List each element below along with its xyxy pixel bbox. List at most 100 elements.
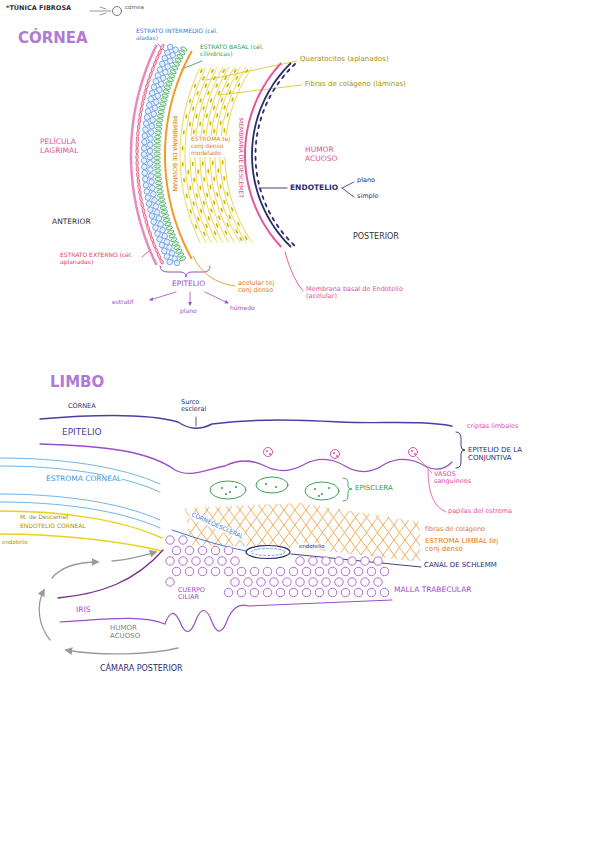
- keratocyte: [199, 68, 203, 73]
- keratocyte: [189, 185, 192, 190]
- title: *TÚNICA FIBROSA: [6, 5, 71, 12]
- keratocyte: [187, 170, 189, 175]
- wing-cell: [151, 219, 157, 225]
- keratocyte: [217, 90, 220, 95]
- part-label: EPISCLERA: [355, 484, 393, 492]
- wing-cell: [147, 142, 153, 148]
- wing-cell: [151, 191, 157, 197]
- flat-cell: [148, 230, 152, 236]
- endothelial-cell: [257, 124, 260, 130]
- wing-cell: [147, 148, 153, 154]
- epithelium-base: [40, 444, 452, 473]
- keratocyte: [215, 223, 219, 228]
- wing-cell: [148, 207, 154, 213]
- endothelial-cell: [276, 80, 281, 85]
- basal-cell: [154, 144, 161, 147]
- trabecular-beam: [192, 557, 200, 565]
- flat-cell: [155, 55, 160, 61]
- keratocyte: [189, 98, 192, 103]
- wing-cell: [153, 204, 159, 210]
- trabecular-beam: [270, 578, 278, 586]
- drawing-part: [221, 487, 223, 489]
- flat-cell: [137, 124, 140, 130]
- wing-cell: [142, 139, 148, 145]
- keratocyte: [230, 207, 233, 212]
- flat-cell: [143, 89, 147, 95]
- trabecular-beam: [237, 588, 245, 596]
- endothelial-cell: [271, 216, 275, 221]
- part-label: VASOS sanguíneos: [434, 471, 494, 486]
- part-label: Surco escleral: [181, 399, 221, 414]
- trabecular-beam: [179, 536, 187, 544]
- collagen-fiber: [174, 495, 229, 570]
- wing-cell: [160, 61, 166, 67]
- collagen-fiber: [240, 495, 295, 570]
- trabecular-beam: [361, 578, 369, 586]
- collagen-fiber: [339, 495, 394, 570]
- trabecular-beam: [309, 578, 317, 586]
- trabecular-beam: [276, 567, 284, 575]
- wing-cell: [154, 210, 160, 216]
- trabecular-beam: [172, 546, 180, 554]
- keratocyte: [226, 83, 230, 88]
- part-label: ESTRATO BASAL (cél. cilíndricas): [200, 44, 272, 58]
- keratocyte: [192, 201, 195, 206]
- collagen-fiber: [339, 495, 394, 570]
- wing-cell: [173, 47, 179, 53]
- keratocyte: [202, 201, 205, 206]
- flat-cell: [142, 94, 146, 100]
- endothelial-cell: [275, 223, 280, 228]
- descemet-membrane: [245, 63, 281, 247]
- trabecular-beam: [172, 567, 180, 575]
- drawing-part: [265, 483, 267, 485]
- trabecular-beam: [276, 588, 284, 596]
- wing-cell: [164, 254, 170, 260]
- keratocyte: [182, 162, 184, 167]
- wing-cell: [148, 167, 154, 173]
- part-label: endotelio: [298, 543, 326, 549]
- trabecular-beam: [296, 557, 304, 565]
- wing-cell: [143, 121, 149, 127]
- wing-cell: [141, 158, 147, 164]
- trabecular-beam: [231, 578, 239, 586]
- wing-cell: [144, 115, 150, 121]
- trabecular-beam: [380, 588, 388, 596]
- basal-cell: [164, 85, 171, 90]
- keratocyte: [202, 76, 206, 81]
- trabecular-beam: [289, 567, 297, 575]
- endothelial-cell: [268, 94, 272, 100]
- trabecular-beam: [263, 588, 271, 596]
- corneal-endothelium: [252, 63, 291, 247]
- keratocyte: [199, 121, 202, 126]
- keratocyte: [224, 76, 228, 81]
- wing-cell: [160, 75, 166, 81]
- wing-cell: [141, 152, 147, 158]
- bracket: [343, 478, 352, 501]
- flat-cell: [153, 60, 157, 66]
- keratocyte: [244, 235, 248, 240]
- wing-cell: [165, 50, 171, 56]
- part-label: POSTERIOR: [353, 232, 399, 241]
- trabecular-beam: [374, 557, 382, 565]
- collagen-fiber: [328, 495, 383, 570]
- trabecular-beam: [322, 578, 330, 586]
- collagen-fiber: [251, 495, 306, 570]
- schlemm-canal: [246, 546, 290, 559]
- part-label: criptas limbales: [467, 423, 518, 430]
- trabecular-beam: [185, 546, 193, 554]
- arrow: [190, 292, 191, 305]
- keratocyte: [185, 193, 188, 198]
- wing-cell: [157, 237, 163, 243]
- wing-cell: [146, 201, 152, 207]
- flat-cell: [151, 66, 155, 72]
- drawing-part: [414, 453, 416, 455]
- drawing-part: [331, 450, 340, 459]
- endothelial-cell: [286, 68, 291, 73]
- wing-cell: [167, 58, 173, 64]
- wing-cell: [160, 227, 166, 233]
- keratocyte: [222, 68, 226, 73]
- keratocyte: [213, 76, 217, 81]
- bracket: [160, 266, 210, 277]
- endothelial-cell: [285, 236, 290, 241]
